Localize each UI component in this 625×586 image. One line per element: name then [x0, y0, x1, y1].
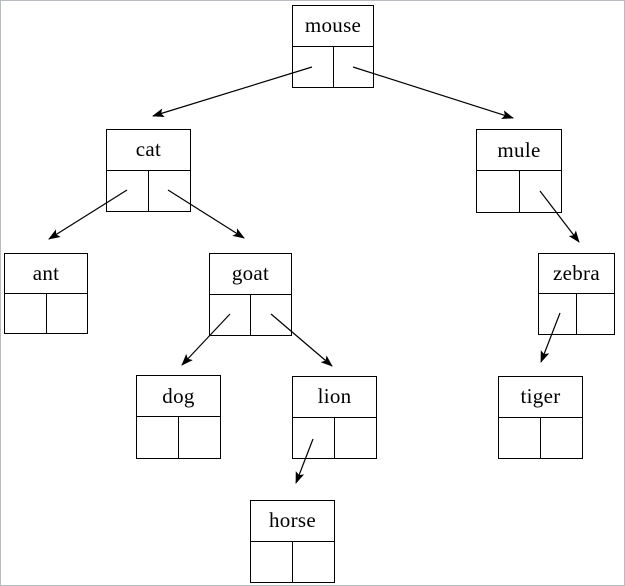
pointer-cells — [107, 170, 190, 212]
pointer-cells — [539, 294, 614, 334]
right-pointer-cell — [335, 418, 376, 459]
right-pointer-cell — [179, 417, 220, 458]
right-pointer-cell — [149, 171, 190, 212]
node-tiger: tiger — [498, 376, 583, 459]
left-pointer-cell — [293, 46, 334, 87]
node-label-row: mouse — [293, 6, 373, 47]
node-label-row: goat — [210, 254, 291, 295]
node-cat: cat — [106, 129, 191, 212]
pointer-cells — [137, 417, 220, 458]
node-label-row: horse — [251, 501, 334, 542]
left-pointer-cell — [107, 170, 149, 211]
node-goat: goat — [209, 253, 292, 336]
pointer-cells — [5, 293, 88, 334]
pointer-cells — [293, 417, 376, 459]
node-label: ant — [32, 260, 60, 285]
right-pointer-cell — [577, 294, 614, 334]
node-label: mouse — [304, 13, 362, 38]
left-pointer-cell — [499, 417, 541, 458]
node-label: dog — [162, 383, 195, 408]
pointer-cells — [293, 46, 374, 88]
node-label: goat — [231, 261, 270, 286]
node-label: zebra — [553, 261, 600, 285]
node-label-row: cat — [107, 130, 190, 171]
pointer-cells — [499, 417, 582, 459]
node-horse: horse — [250, 500, 335, 583]
node-mule: mule — [476, 129, 562, 213]
node-label: lion — [317, 384, 352, 409]
left-pointer-cell — [539, 294, 577, 334]
node-label: horse — [269, 508, 316, 533]
node-label-row: ant — [5, 254, 87, 294]
node-label-row: dog — [137, 376, 220, 417]
node-lion: lion — [292, 376, 377, 459]
node-label-row: lion — [293, 377, 376, 418]
right-pointer-cell — [520, 171, 562, 212]
right-pointer-cell — [251, 295, 291, 336]
left-pointer-cell — [137, 417, 179, 458]
left-pointer-cell — [293, 417, 335, 458]
node-label: cat — [135, 137, 162, 162]
node-zebra: zebra — [538, 253, 615, 335]
left-pointer-cell — [210, 294, 251, 335]
node-label-row: mule — [477, 130, 561, 171]
pointer-cells — [477, 171, 561, 212]
node-ant: ant — [4, 253, 88, 334]
node-label: tiger — [520, 384, 561, 409]
pointer-cells — [210, 294, 291, 336]
node-label-row: zebra — [539, 254, 614, 294]
right-pointer-cell — [541, 418, 582, 459]
left-pointer-cell — [477, 171, 520, 212]
right-pointer-cell — [293, 542, 334, 583]
node-dog: dog — [136, 375, 221, 459]
pointer-cells — [251, 541, 334, 583]
right-pointer-cell — [47, 294, 88, 334]
node-label: mule — [497, 137, 541, 162]
node-label-row: tiger — [499, 377, 582, 418]
node-mouse: mouse — [292, 5, 374, 88]
left-pointer-cell — [5, 293, 47, 333]
left-pointer-cell — [251, 541, 293, 582]
right-pointer-cell — [334, 47, 374, 88]
